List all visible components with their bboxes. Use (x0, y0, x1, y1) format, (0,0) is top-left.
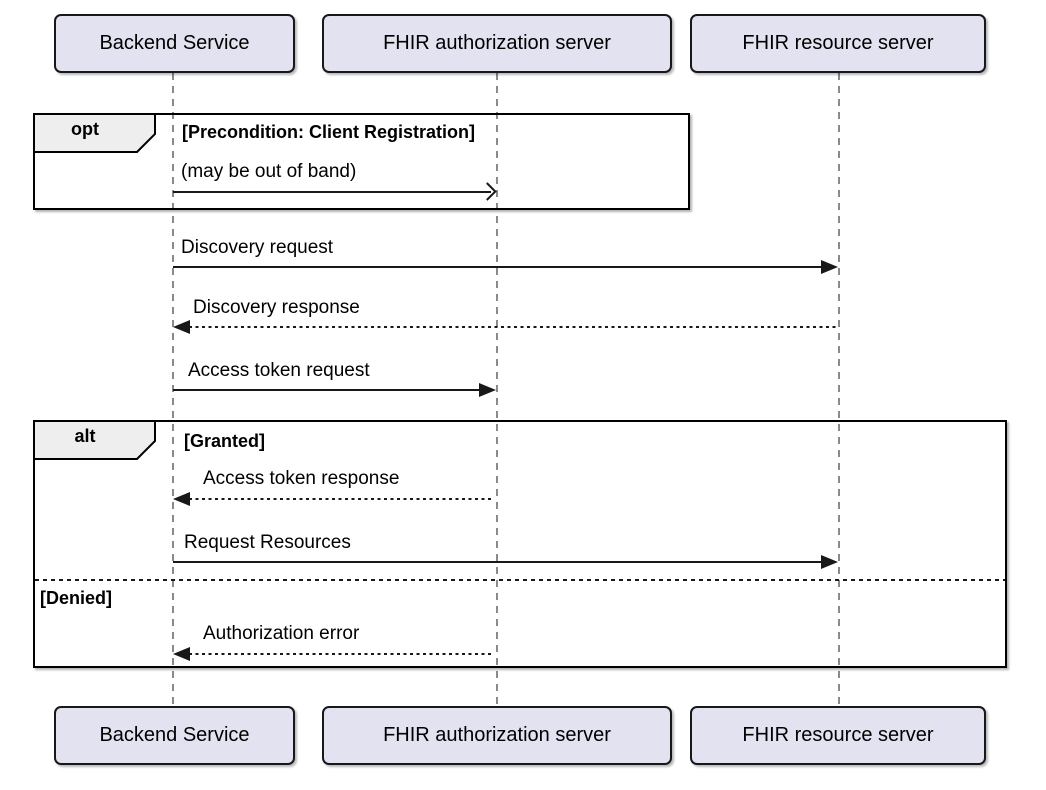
filled-arrowhead-right-icon (821, 260, 838, 274)
opt-guard-text: [Precondition: Client Registration] (182, 122, 476, 142)
message-out-of-band-line (173, 191, 491, 193)
lifeline-fhir-authorization-server (496, 73, 498, 706)
filled-arrowhead-left-icon (173, 647, 190, 661)
opt-operator: opt (71, 119, 99, 139)
alt-guard-denied-text: [Denied] (40, 588, 112, 608)
message-request-resources-line (173, 561, 823, 563)
message-access-token-response-label: Access token response (203, 468, 400, 489)
opt-fragment: opt (33, 113, 690, 210)
participant-fhir-authorization-server-top: FHIR authorization server (322, 14, 672, 73)
participant-fhir-resource-server-top: FHIR resource server (690, 14, 986, 73)
filled-arrowhead-left-icon (173, 320, 190, 334)
filled-arrowhead-right-icon (479, 383, 496, 397)
participant-label: FHIR resource server (742, 724, 934, 746)
lifeline-fhir-resource-server (838, 73, 840, 706)
fragment-pentagon-shape (33, 420, 156, 460)
message-discovery-response-line (189, 326, 838, 328)
opt-fragment-label: opt (33, 113, 157, 153)
fragment-pentagon-shape (33, 113, 156, 153)
participant-label: FHIR resource server (742, 32, 934, 54)
participant-fhir-authorization-server-bottom: FHIR authorization server (322, 706, 672, 765)
alt-divider-line (35, 579, 1005, 581)
message-request-resources-label: Request Resources (184, 532, 351, 553)
alt-fragment-label: alt (33, 420, 157, 460)
message-discovery-response-label: Discovery response (193, 297, 360, 318)
participant-label: Backend Service (99, 32, 250, 54)
participant-backend-service-bottom: Backend Service (54, 706, 295, 765)
message-discovery-request-label: Discovery request (181, 237, 334, 258)
message-discovery-request-line (173, 266, 823, 268)
message-access-token-request-line (173, 389, 480, 391)
message-access-token-request-label: Access token request (188, 360, 370, 381)
filled-arrowhead-left-icon (173, 492, 190, 506)
alt-operator: alt (74, 426, 96, 446)
message-authorization-error-line (189, 653, 494, 655)
message-authorization-error-label: Authorization error (203, 623, 360, 644)
participant-backend-service-top: Backend Service (54, 14, 295, 73)
participant-label: Backend Service (99, 724, 250, 746)
participant-label: FHIR authorization server (383, 724, 611, 746)
participant-fhir-resource-server-bottom: FHIR resource server (690, 706, 986, 765)
alt-guard-granted-text: [Granted] (184, 431, 265, 451)
alt-fragment: alt (33, 420, 1007, 668)
filled-arrowhead-right-icon (821, 555, 838, 569)
message-access-token-response-line (189, 498, 494, 500)
participant-label: FHIR authorization server (383, 32, 611, 54)
message-out-of-band-label: (may be out of band) (181, 161, 357, 182)
